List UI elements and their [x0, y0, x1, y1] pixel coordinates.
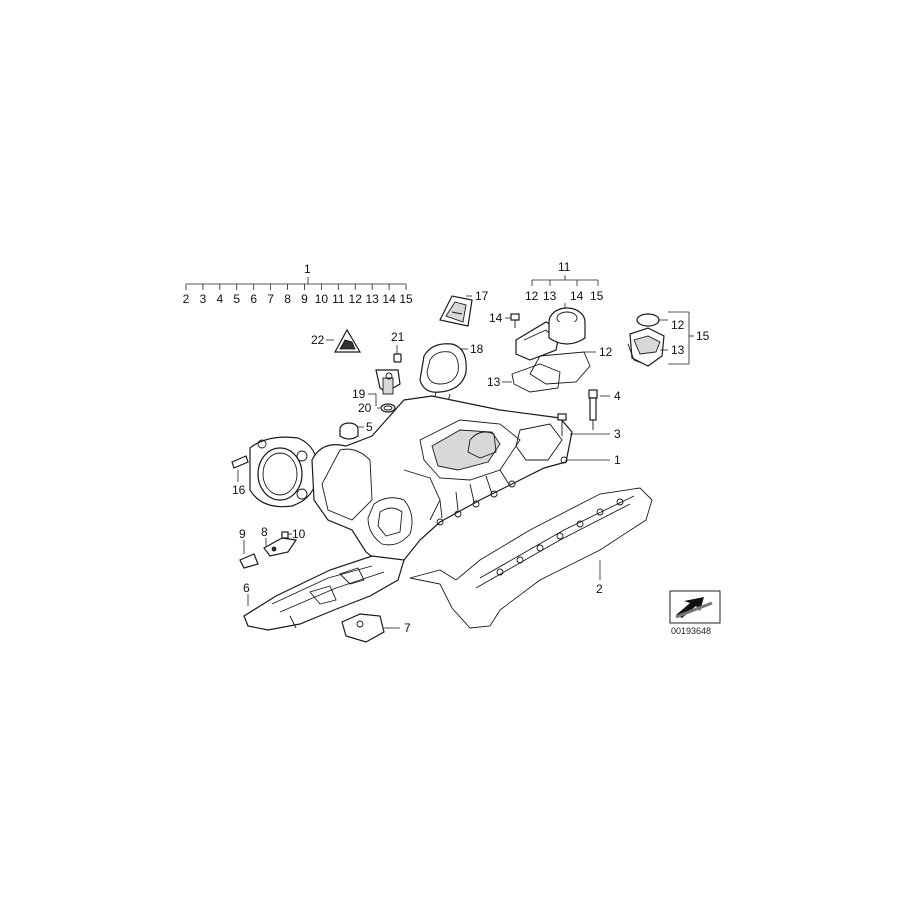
part-1-valve-cover: 1 — [311, 395, 621, 567]
part-6-heat-shield: 6 — [243, 555, 405, 631]
part-16-throttle-ring: 16 — [231, 436, 319, 508]
header-sub-label-10[interactable]: 10 — [315, 292, 329, 306]
group11-sub-15[interactable]: 15 — [590, 289, 604, 303]
part-15-valve: 12 13 15 — [627, 311, 710, 367]
header-sub-label-9[interactable]: 9 — [301, 292, 308, 306]
header-sub-label-11[interactable]: 11 — [332, 292, 345, 306]
reference-number: 00193648 — [671, 626, 711, 636]
label-4[interactable]: 4 — [614, 389, 621, 403]
header-sub-label-8[interactable]: 8 — [284, 292, 291, 306]
part-19-sensor: 21 19 20 — [352, 330, 405, 415]
part-3-bolt: 3 — [557, 413, 621, 441]
group11-sub-14[interactable]: 14 — [570, 289, 584, 303]
reference-box: 00193648 — [669, 590, 721, 636]
header-label-1[interactable]: 1 — [304, 262, 311, 276]
header-sub-label-2[interactable]: 2 — [183, 292, 190, 306]
part-9-clip: 9 — [239, 527, 259, 569]
label-22[interactable]: 22 — [311, 333, 325, 347]
header-label-11[interactable]: 11 — [558, 260, 571, 274]
part-8-bracket: 8 10 — [261, 525, 306, 557]
header-sub-label-12[interactable]: 12 — [349, 292, 363, 306]
label-7[interactable]: 7 — [404, 621, 411, 635]
label-6[interactable]: 6 — [243, 581, 250, 595]
label-5[interactable]: 5 — [366, 420, 373, 434]
part-18-boot: 18 — [419, 342, 484, 425]
part-2-gasket: 2 — [409, 487, 653, 629]
header-sub-label-15[interactable]: 15 — [399, 292, 413, 306]
label-1[interactable]: 1 — [614, 453, 621, 467]
part-22-warning-label: 22 — [311, 328, 362, 353]
label-16[interactable]: 16 — [232, 483, 246, 497]
label-8[interactable]: 8 — [261, 525, 268, 539]
label-3[interactable]: 3 — [614, 427, 621, 441]
label-20[interactable]: 20 — [358, 401, 372, 415]
header-sub-label-7[interactable]: 7 — [267, 292, 274, 306]
group11-sub-12[interactable]: 12 — [525, 289, 539, 303]
label-10[interactable]: 10 — [292, 527, 306, 541]
header-sub-label-14[interactable]: 14 — [382, 292, 396, 306]
label-14[interactable]: 14 — [489, 311, 503, 325]
label-19[interactable]: 19 — [352, 387, 366, 401]
part-4-stud: 4 — [588, 389, 621, 430]
header-sub-label-13[interactable]: 13 — [365, 292, 379, 306]
label-9[interactable]: 9 — [239, 527, 246, 541]
header-sub-label-4[interactable]: 4 — [217, 292, 224, 306]
group11-sub-13[interactable]: 13 — [543, 289, 557, 303]
label-18[interactable]: 18 — [470, 342, 484, 356]
label-13b[interactable]: 13 — [671, 343, 685, 357]
part-7-plate: 7 — [341, 613, 411, 643]
label-12b[interactable]: 12 — [671, 318, 685, 332]
label-2[interactable]: 2 — [596, 582, 603, 596]
label-15[interactable]: 15 — [696, 329, 710, 343]
label-17[interactable]: 17 — [475, 289, 489, 303]
part-17-cap: 17 — [439, 289, 489, 327]
header-sub-label-5[interactable]: 5 — [233, 292, 240, 306]
header-sub-label-6[interactable]: 6 — [250, 292, 257, 306]
header-group-11: 11 12 13 14 15 — [525, 260, 604, 312]
label-12a[interactable]: 12 — [599, 345, 613, 359]
part-5-plug: 5 — [339, 420, 373, 440]
part-11-breather: 14 12 13 — [487, 307, 613, 393]
header-sub-label-3[interactable]: 3 — [200, 292, 207, 306]
label-21[interactable]: 21 — [391, 330, 405, 344]
label-13a[interactable]: 13 — [487, 375, 501, 389]
